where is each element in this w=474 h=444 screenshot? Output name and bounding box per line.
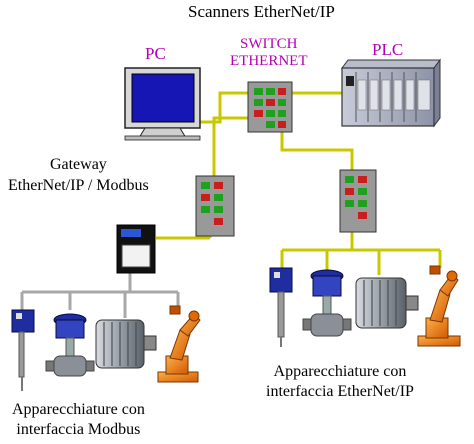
pc-icon <box>124 67 201 141</box>
gateway-label: Gateway EtherNet/IP / Modbus <box>8 154 149 196</box>
cable-switch-enip <box>280 130 354 172</box>
enip-switch-icon <box>339 169 377 233</box>
valve-icon <box>302 269 352 337</box>
switch-icon <box>247 81 293 133</box>
gateway-label-line1: Gateway <box>49 156 107 173</box>
robot-arm-icon <box>417 265 461 347</box>
actuator-icon <box>269 267 293 347</box>
modbus-cables <box>20 272 180 318</box>
motor-icon <box>95 319 157 369</box>
switch-label-line2: ETHERNET <box>230 53 308 69</box>
pc-label: PC <box>145 44 166 63</box>
plc-icon <box>341 58 441 128</box>
gateway-switch-icon <box>195 175 235 237</box>
modbus-label-line2: interfaccia Modbus <box>16 421 141 438</box>
cable-pc-switch <box>196 91 248 124</box>
motor-icon <box>355 277 419 329</box>
enip-label-line1: Apparecchiature con <box>273 363 407 380</box>
actuator-icon <box>11 309 35 391</box>
switch-label: SWITCH ETHERNET <box>230 36 307 70</box>
gateway-label-line2: EtherNet/IP / Modbus <box>8 177 149 194</box>
valve-icon <box>45 313 95 377</box>
plc-label: PLC <box>372 40 404 59</box>
modbus-label-line1: Apparecchiature con <box>12 401 145 418</box>
diagram-title: Scanners EtherNet/IP <box>188 2 335 21</box>
switch-label-line1: SWITCH <box>239 36 298 52</box>
enip-devices-label: Apparecchiature con interfaccia EtherNet… <box>266 362 414 402</box>
robot-arm-icon <box>157 305 201 383</box>
gateway-icon <box>116 224 156 274</box>
modbus-devices-label: Apparecchiature con interfaccia Modbus <box>12 400 145 440</box>
enip-label-line2: interfaccia EtherNet/IP <box>266 383 414 400</box>
